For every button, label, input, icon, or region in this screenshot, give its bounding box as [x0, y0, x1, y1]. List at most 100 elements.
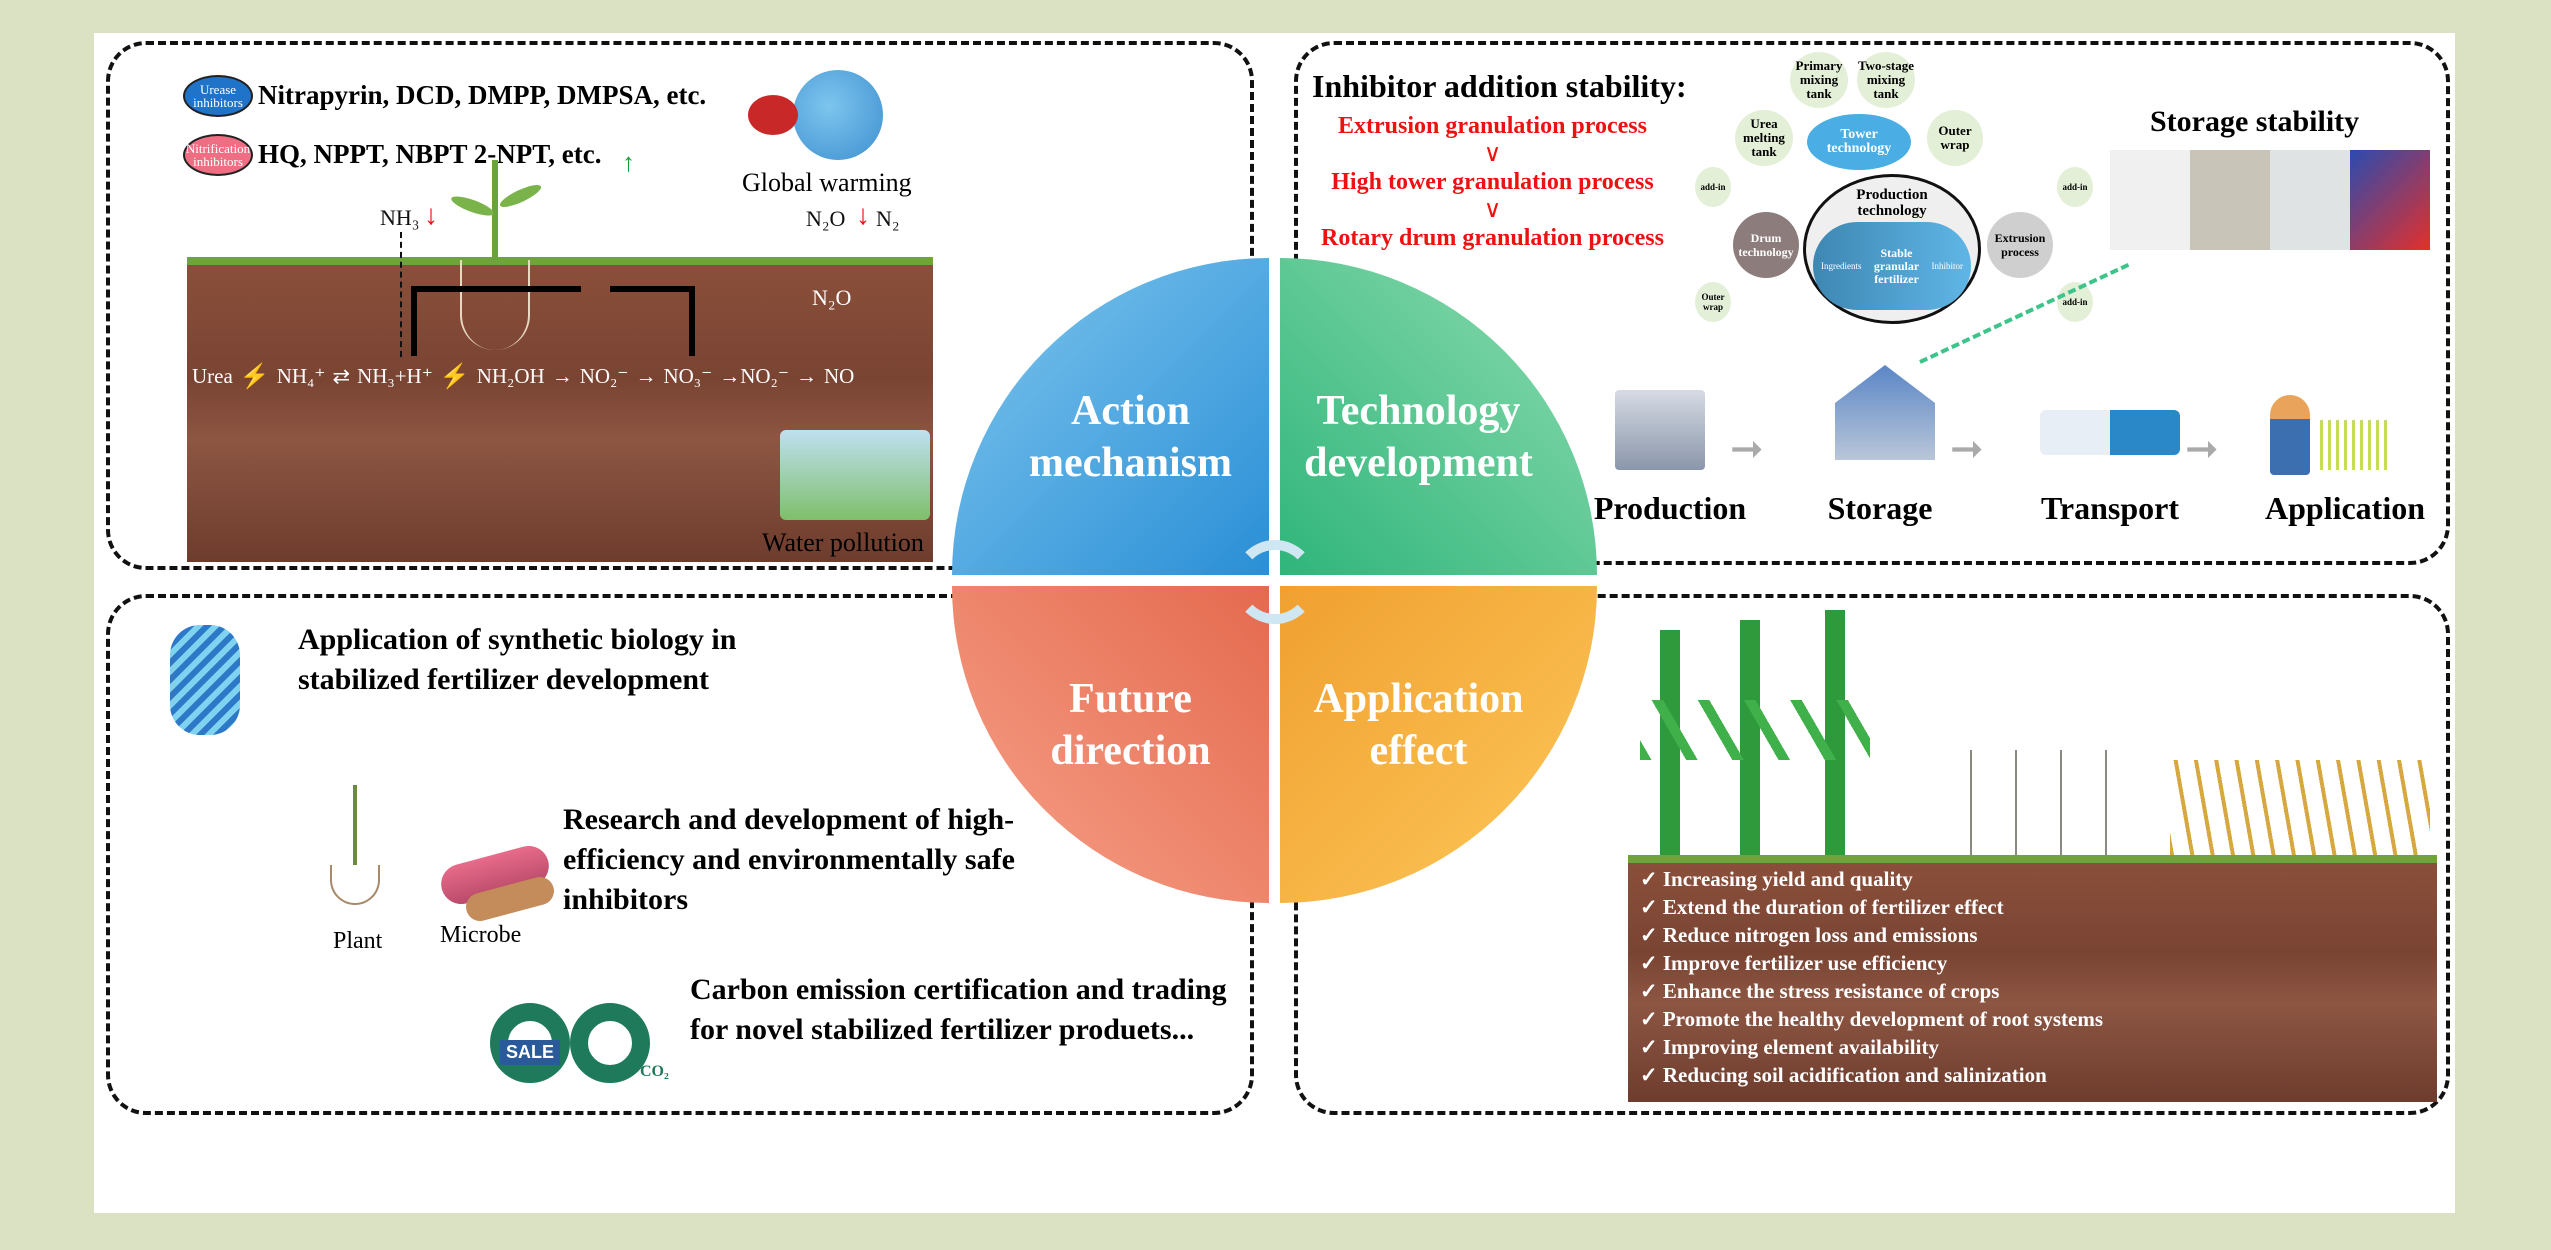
co2-o-shape	[570, 1003, 650, 1083]
chain-no3: NO₃⁻	[663, 364, 713, 388]
bag-photo	[2190, 150, 2270, 250]
chain-arrow: →	[551, 364, 573, 388]
stable-granular-fertilizer-venn: Ingredients Stable granular fertilizer I…	[1813, 222, 1971, 310]
nitrification-lightning-icon: ⚡	[439, 364, 470, 390]
extrusion-process: Extrusion process	[1987, 212, 2053, 278]
bubble-two-stage-mixing: Two-stage mixing tank	[1857, 52, 1915, 108]
stage-storage: Storage	[1827, 490, 1933, 526]
co2-sale-icon: SALE CO₂	[490, 968, 669, 1088]
nitrification-list: HQ, NPPT, NBPT 2-NPT, etc.	[258, 139, 602, 169]
farmer-icon	[2270, 395, 2310, 475]
effect-text: Increasing yield and quality	[1662, 867, 1913, 891]
effects-list: ✓ Increasing yield and quality ✓ Extend …	[1640, 865, 2437, 1089]
bubble-add-in: add-in	[2057, 282, 2093, 322]
urease-label: Urease inhibitors	[193, 82, 243, 110]
drum-technology: Drum technology	[1733, 212, 1799, 278]
plant-label: Plant	[333, 928, 383, 954]
stage-application: Application	[2264, 490, 2426, 526]
ingredients-label: Ingredients	[1821, 261, 1862, 271]
chain-urea: Urea	[192, 364, 233, 388]
chain-no2: NO₂⁻	[579, 364, 629, 388]
process-high-tower: High tower granulation process	[1331, 169, 1654, 195]
chain-nh2oh: NH₂OH	[476, 364, 545, 388]
small-plant-icon	[320, 785, 390, 905]
effect-item: ✓ Promote the healthy development of roo…	[1640, 1007, 2104, 1031]
effect-text: Enhance the stress resistance of crops	[1662, 979, 2000, 1003]
arrow-icon: ➞	[1730, 426, 1764, 471]
global-warming-label: Global warming	[742, 168, 912, 197]
effect-item: ✓ Reduce nitrogen loss and emissions	[1640, 923, 1978, 947]
microbe-label: Microbe	[440, 922, 522, 948]
inhibitor-label: Inhibitor	[1931, 261, 1964, 271]
colored-bags-photo	[2350, 150, 2430, 250]
sale-tag: SALE	[500, 1040, 561, 1065]
urease-list: Nitrapyrin, DCD, DMPP, DMPSA, etc.	[258, 80, 707, 110]
quadrant-label: Technology development	[1304, 387, 1533, 486]
future-item-inhibitors: Research and development of high-efficie…	[563, 803, 1015, 916]
effect-text: Promote the healthy development of root …	[1662, 1007, 2104, 1031]
cycle-arrows-icon	[1233, 540, 1317, 624]
chain-no2b: →NO₂⁻	[719, 364, 789, 388]
effect-text: Reducing soil acidification and saliniza…	[1662, 1063, 2047, 1087]
effect-text: Reduce nitrogen loss and emissions	[1662, 923, 1978, 947]
chain-nh4: NH₄⁺	[276, 364, 326, 388]
global-warming-earth-icon	[748, 70, 898, 165]
co2-label: CO₂	[640, 1063, 669, 1080]
effect-item: ✓ Extend the duration of fertilizer effe…	[1640, 895, 2004, 919]
bubble-urea-melting: Urea melting tank	[1735, 110, 1793, 166]
nh3-label: NH₃	[380, 205, 420, 230]
chain-arrow: →	[795, 364, 817, 388]
process-extrusion: Extrusion granulation process	[1338, 113, 1647, 139]
arrow-icon: ➞	[1950, 426, 1984, 471]
crops-icon	[2320, 420, 2390, 470]
n2o-mid-label: N₂O	[812, 285, 852, 310]
production-technology-diagram: Primary mixing tank Two-stage mixing tan…	[1695, 52, 2095, 324]
effect-text: Extend the duration of fertilizer effect	[1662, 895, 2004, 919]
process-ranking: Extrusion granulation process ∨ High tow…	[1300, 112, 1685, 252]
up-arrow-icon: ↑	[622, 148, 635, 177]
n2o-top-label: N₂O	[806, 206, 846, 231]
quadrant-label: Action mechanism	[1029, 387, 1232, 486]
greater-than-symbol: ∨	[1483, 197, 1502, 223]
chain-arrow: →	[635, 364, 657, 388]
effect-item: ✓ Increasing yield and quality	[1640, 867, 1913, 891]
effect-item: ✓ Reducing soil acidification and salini…	[1640, 1063, 2047, 1087]
effect-item: ✓ Improve fertilizer use efficiency	[1640, 951, 1948, 975]
nitrification-badge: Nitrification inhibitors	[183, 134, 253, 176]
effect-item: ✓ Enhance the stress resistance of crops	[1640, 979, 2000, 1003]
future-item-synthetic-biology: Application of synthetic biology in stab…	[298, 623, 737, 696]
storage-samples-photos	[2110, 150, 2430, 250]
effect-item: ✓ Improving element availability	[1640, 1035, 1939, 1059]
uptake-arrow-left	[411, 286, 581, 356]
soil-effects-box: ✓ Increasing yield and quality ✓ Extend …	[1628, 855, 2437, 1102]
future-item-carbon: Carbon emission certification and tradin…	[690, 973, 1227, 1046]
bubble-outer-wrap-drum: Outer wrap	[1695, 282, 1731, 322]
water-pollution-label: Water pollution	[762, 528, 924, 557]
factory-icon	[1615, 390, 1705, 470]
stage-transport: Transport	[2040, 490, 2180, 526]
plant-with-roots-icon	[440, 160, 550, 350]
stage-production: Production	[1593, 490, 1747, 526]
urease-lightning-icon: ⚡	[239, 364, 270, 390]
bubble-outer-wrap: Outer wrap	[1927, 110, 1983, 166]
bubble-add-in: add-in	[1695, 167, 1731, 207]
bottle-photo	[2110, 150, 2190, 250]
ship-truck-icon	[2040, 410, 2180, 455]
nitrification-label: Nitrification inhibitors	[185, 141, 251, 169]
arrow-icon: ➞	[2185, 426, 2219, 471]
down-arrow-icon: ↓	[856, 200, 870, 231]
process-rotary-drum: Rotary drum granulation process	[1321, 225, 1664, 251]
bubble-primary-mixing: Primary mixing tank	[1790, 52, 1848, 108]
down-arrow-icon: ↓	[424, 200, 438, 231]
storage-stability-title: Storage stability	[2150, 105, 2360, 138]
nh3-dashed-arrow	[400, 232, 402, 357]
chain-no: NO	[823, 364, 855, 388]
stable-granular-fertilizer: Stable granular fertilizer	[1873, 245, 1920, 286]
uptake-arrow-right	[610, 286, 695, 356]
urease-badge: Urease inhibitors	[183, 75, 253, 117]
film-photo	[2270, 150, 2350, 250]
tower-technology: Tower technology	[1807, 114, 1911, 170]
n2-label: N₂	[876, 206, 900, 231]
dna-icon	[170, 625, 240, 735]
bubble-add-in: add-in	[2057, 167, 2093, 207]
